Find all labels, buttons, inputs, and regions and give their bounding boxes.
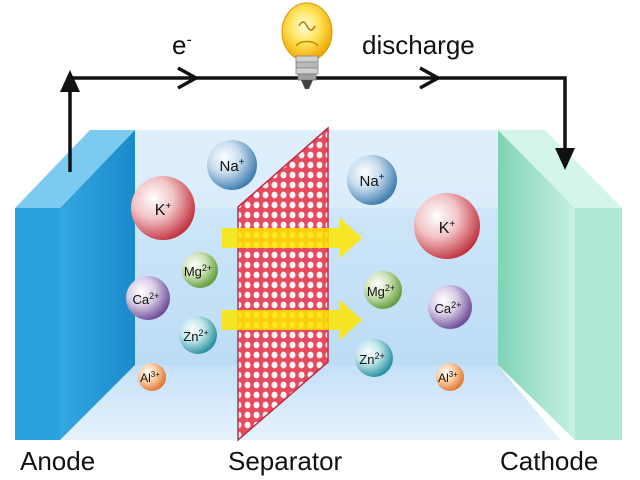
ion-ca-right: Ca2+	[428, 285, 472, 329]
electron-label: e-	[172, 30, 192, 61]
ion-flow-arrow-upper	[222, 218, 362, 258]
ion-mg-right: Mg2+	[364, 271, 402, 309]
ion-flow-arrows	[222, 218, 362, 340]
electron-label-text: e	[172, 30, 187, 60]
ion-mg-left: Mg2+	[182, 252, 218, 288]
cathode-label: Cathode	[500, 446, 599, 476]
svg-text:Zn2+: Zn2+	[359, 351, 384, 367]
ion-zn-right: Zn2+	[355, 339, 393, 377]
svg-text:Ca2+: Ca2+	[133, 291, 160, 307]
ion-ca-left: Ca2+	[126, 276, 170, 320]
ion-k-right: K+	[414, 193, 480, 259]
svg-text:Mg2+: Mg2+	[184, 263, 212, 279]
svg-text:K+: K+	[439, 219, 456, 237]
svg-text:Mg2+: Mg2+	[367, 283, 395, 299]
separator-label: Separator	[228, 446, 343, 476]
cathode-electrode	[498, 130, 622, 440]
light-bulb-icon	[281, 2, 333, 89]
svg-text:K+: K+	[155, 201, 172, 219]
anode-electrode	[15, 130, 135, 440]
svg-text:Na+: Na+	[359, 172, 384, 190]
svg-text:Al3+: Al3+	[140, 370, 160, 385]
svg-text:Na+: Na+	[219, 157, 244, 175]
svg-text:Zn2+: Zn2+	[183, 328, 208, 344]
ion-na-right: Na+	[347, 155, 397, 205]
external-circuit-wire	[60, 66, 575, 172]
separator-membrane	[237, 126, 329, 442]
anode-label: Anode	[20, 446, 96, 476]
electrolyte-floor	[60, 365, 560, 440]
svg-text:Al3+: Al3+	[438, 370, 458, 385]
ion-flow-arrow-lower	[222, 300, 362, 340]
ion-k-left: K+	[131, 176, 195, 240]
discharge-label: discharge	[362, 30, 475, 60]
electron-label-superscript: -	[186, 31, 192, 49]
ion-zn-left: Zn2+	[179, 316, 217, 354]
ion-na-left: Na+	[207, 140, 257, 190]
ion-al-right: Al3+	[436, 363, 464, 391]
svg-text:Ca2+: Ca2+	[435, 300, 462, 316]
ion-al-left: Al3+	[138, 363, 166, 391]
